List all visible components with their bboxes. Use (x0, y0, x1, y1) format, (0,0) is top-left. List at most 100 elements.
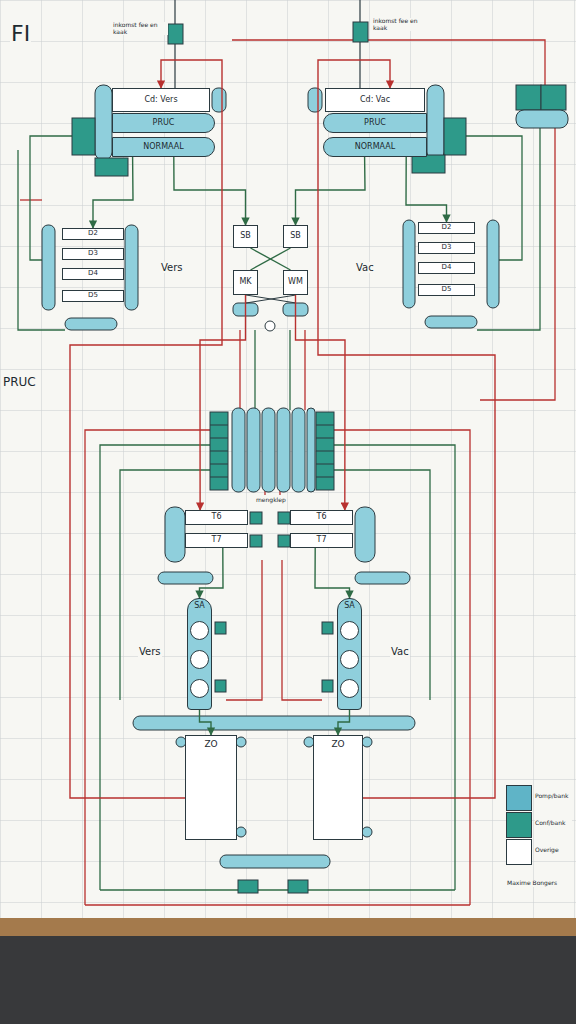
tank-part (72, 22, 568, 176)
green-pipe (254, 330, 255, 410)
rack-box: D4 (62, 268, 124, 280)
valve-part (165, 507, 185, 562)
legend-swatch (506, 812, 532, 838)
manifold (210, 425, 334, 477)
port-circle (190, 679, 209, 698)
paper (0, 0, 576, 918)
feed-pipe (359, 42, 360, 88)
pipe-connector (296, 157, 366, 225)
valve-box: T6 (185, 510, 248, 525)
part-label: mengklep (255, 497, 287, 504)
rack-box: D3 (62, 248, 124, 260)
tank-bar: NORMAAL (323, 137, 427, 157)
rack-box: D3 (418, 242, 475, 254)
side-label: Vers (160, 262, 184, 273)
valve-part (250, 512, 262, 524)
node-text: SB (240, 232, 251, 240)
rack-box: D5 (62, 290, 124, 302)
legend-text: Pomp/bank (535, 793, 572, 800)
node-text: D3 (442, 244, 452, 251)
pipe-connector (200, 295, 246, 510)
node-text: D4 (88, 270, 98, 277)
tank-part (353, 22, 368, 42)
table-edge (0, 918, 576, 936)
tank-part (308, 88, 322, 112)
red-pipe (480, 128, 555, 400)
unit-box: SB (233, 225, 258, 248)
valve-part (215, 622, 226, 634)
rack-part (42, 225, 55, 310)
tank-part (72, 118, 95, 155)
tank-part (412, 155, 445, 173)
valve-part (362, 827, 372, 837)
unit-box: WM (283, 270, 308, 295)
pipe-connector (174, 157, 246, 225)
green-pipe (289, 330, 290, 410)
node-text: PRUC (364, 119, 386, 127)
node-text: T7 (212, 536, 222, 544)
node-text: T7 (317, 536, 327, 544)
valve-part (158, 572, 213, 584)
node-text: NORMAAL (355, 143, 395, 151)
side-label: Vac (355, 262, 375, 273)
node-text: D3 (88, 250, 98, 257)
node-text: D5 (442, 286, 452, 293)
grid-paper (0, 0, 576, 918)
node-text: MK (239, 278, 251, 286)
manifold (277, 408, 290, 492)
tank-bar: PRUC (112, 113, 215, 133)
rack-box: D2 (62, 228, 124, 240)
red-pipe (85, 904, 470, 905)
tank-part (95, 85, 112, 160)
side-label: Vac (390, 646, 410, 657)
valve-part (355, 507, 375, 562)
port-circle (190, 621, 209, 640)
tank-bar: PRUC (323, 113, 427, 133)
section-title: FI (10, 22, 31, 46)
tank-column: SA (187, 598, 212, 710)
green-pipe (18, 128, 540, 890)
node-text: D2 (442, 224, 452, 231)
rack-box: D2 (418, 222, 475, 234)
manifold (210, 408, 334, 492)
port-circle (190, 650, 209, 669)
vessel-box: ZO (185, 735, 237, 840)
valve-part (362, 737, 372, 747)
rack-part (42, 220, 499, 331)
node-text: D4 (442, 264, 452, 271)
pipe-connector (251, 248, 291, 270)
rack-part (487, 220, 499, 308)
node-text: ZO (204, 740, 217, 749)
pipe-connector (318, 60, 495, 798)
rack-part (246, 295, 296, 303)
pipe-connector (296, 295, 346, 510)
tank-part (168, 24, 183, 44)
legend-swatch (506, 785, 532, 811)
author-name: Maxime Bongers (506, 880, 558, 887)
tank-bar: NORMAAL (112, 137, 215, 157)
valve-box: T7 (185, 533, 248, 548)
valve-part (236, 827, 246, 837)
valve-box: T6 (290, 510, 353, 525)
pipe-connector (406, 157, 447, 222)
green-pipe (334, 470, 430, 700)
pipe-connector (93, 157, 133, 228)
valve-part (322, 680, 333, 692)
rack-box: D4 (418, 262, 475, 274)
rack-box: D5 (418, 284, 475, 296)
green-pipe (100, 889, 455, 890)
tank-column: SA (337, 598, 362, 710)
red-pipe (20, 40, 555, 905)
node-text: NORMAAL (143, 143, 183, 151)
floor (0, 936, 576, 1024)
legend-text: Conf/bank (535, 820, 572, 827)
red-pipe (20, 199, 42, 200)
rack-part (425, 316, 477, 328)
node-text: T6 (317, 513, 327, 521)
tank-part (212, 88, 226, 112)
green-pipe (477, 128, 540, 330)
tank-part (516, 85, 541, 110)
red-pipe (282, 560, 322, 700)
valve-part (278, 512, 290, 524)
